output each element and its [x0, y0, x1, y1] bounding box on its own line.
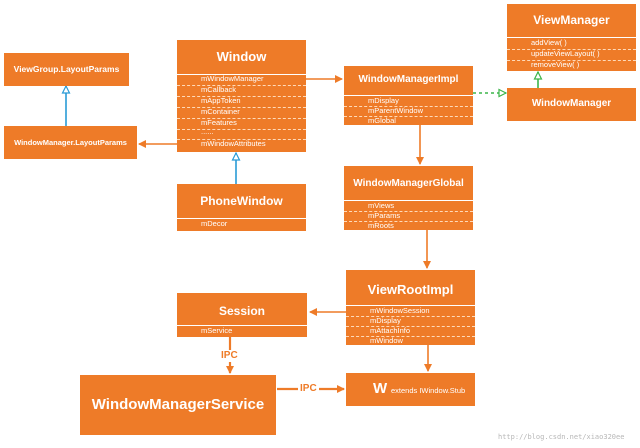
node-windowmanager-layoutparams-title: WindowManager.LayoutParams [14, 138, 127, 147]
node-windowmanager-title: WindowManager [531, 98, 612, 109]
field-removeview: removeView( ) [531, 60, 580, 69]
field-mparams: mParams [368, 211, 401, 220]
field-mwindowattributes: mWindowAttributes [201, 139, 266, 148]
node-viewrootimpl-title: ViewRootImpl [367, 282, 454, 297]
node-viewrootimpl: ViewRootImpl mWindowSession mDisplay mAt… [346, 270, 475, 345]
node-windowmanagerimpl-title: WindowManagerImpl [358, 74, 459, 85]
node-window-title: Window [216, 49, 267, 64]
node-session: Session mService [177, 293, 307, 337]
node-phonewindow-title: PhoneWindow [200, 194, 283, 208]
node-windowmanagerservice-title: WindowManagerService [91, 396, 265, 413]
node-windowmanagerglobal: WindowManagerGlobal mViews mParams mRoot… [344, 166, 473, 230]
node-windowmanager: WindowManager [507, 88, 636, 121]
node-w-title: W [373, 380, 388, 397]
field-mwindowsession: mWindowSession [370, 306, 430, 315]
node-w: W extends IWindow.Stub [346, 373, 475, 406]
field-mservice: mService [201, 326, 233, 335]
node-windowmanagerservice: WindowManagerService [80, 375, 276, 435]
field-updateviewlayout: updateViewLayout( ) [531, 49, 600, 58]
field-addview: addView( ) [531, 38, 567, 47]
field-mwindowmanager: mWindowManager [201, 74, 264, 83]
field-mwindow: mWindow [370, 336, 403, 345]
ipc-label-vertical: IPC [219, 350, 240, 362]
field-mglobal: mGlobal [368, 116, 396, 125]
node-viewmanager-title: ViewManager [533, 13, 610, 27]
field-mviews: mViews [368, 201, 395, 210]
node-session-title: Session [218, 304, 266, 318]
node-w-subtitle: extends IWindow.Stub [391, 386, 466, 395]
field-mdisplay-viewroot: mDisplay [370, 316, 401, 325]
node-phonewindow: PhoneWindow mDecor [177, 184, 306, 231]
node-windowmanagerglobal-title: WindowManagerGlobal [353, 178, 464, 189]
field-mdecor: mDecor [201, 219, 228, 228]
field-mcontainer: mContainer [201, 107, 240, 116]
node-window: Window mWindowManager mCallback mAppToke… [177, 40, 306, 152]
node-viewgroup-layoutparams-title: ViewGroup.LayoutParams [13, 64, 120, 74]
node-viewgroup-layoutparams: ViewGroup.LayoutParams [4, 53, 129, 86]
node-windowmanagerimpl: WindowManagerImpl mDisplay mParentWindow… [344, 66, 473, 125]
watermark: http://blog.csdn.net/xiao320ee [498, 433, 625, 441]
node-viewmanager: ViewManager addView( ) updateViewLayout(… [507, 4, 636, 71]
field-mparentwindow: mParentWindow [368, 106, 424, 115]
node-windowmanager-layoutparams: WindowManager.LayoutParams [4, 126, 137, 159]
field-mfeatures: mFeatures [201, 118, 237, 127]
field-ellipsis: ...... [201, 127, 214, 136]
field-mroots: mRoots [368, 221, 394, 230]
field-mattachinfo: mAttachInfo [370, 326, 411, 335]
field-mcallback: mCallback [201, 85, 237, 94]
field-mdisplay: mDisplay [368, 96, 399, 105]
ipc-label-horizontal: IPC [298, 383, 319, 395]
field-mapptoken: mAppToken [201, 96, 241, 105]
